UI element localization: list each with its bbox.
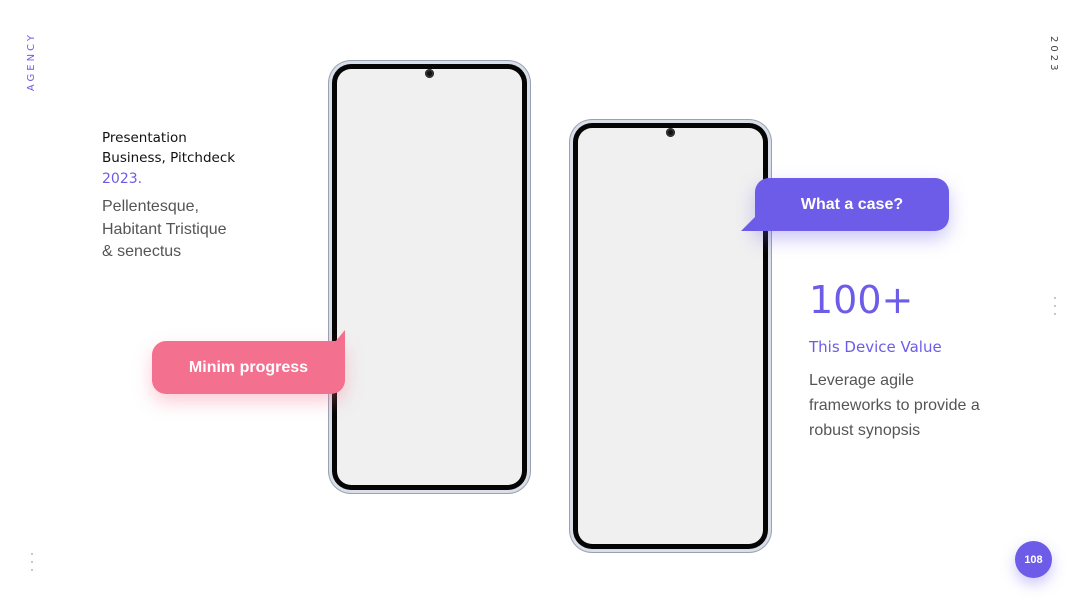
page-number-badge: 108 xyxy=(1015,541,1052,578)
what-a-case-bubble: What a case? xyxy=(755,178,949,231)
phone-mockup-left xyxy=(329,61,530,493)
year-side-label: 2023 xyxy=(1048,36,1059,74)
intro-block: Presentation Business, Pitchdeck 2023. P… xyxy=(102,128,302,264)
phone-screen xyxy=(337,69,522,485)
purple-bubble-tail xyxy=(741,216,756,231)
right-dots-decoration xyxy=(1054,297,1057,315)
camera-icon xyxy=(666,128,675,137)
stat-value: 100+ xyxy=(809,278,914,322)
minim-progress-bubble: Minim progress xyxy=(152,341,345,394)
phone-mockup-right xyxy=(570,120,771,552)
stat-block: 100+ This Device Value Leverage agile fr… xyxy=(809,278,1009,443)
intro-body-text: Pellentesque, Habitant Tristique & senec… xyxy=(102,198,227,260)
intro-year: 2023. xyxy=(102,171,143,187)
stat-body-text: Leverage agile frameworks to provide a r… xyxy=(809,372,980,439)
phone-bezel xyxy=(573,123,768,549)
left-dots-decoration xyxy=(31,553,34,571)
pink-bubble-tail xyxy=(335,330,345,342)
intro-title-line-2: Business, Pitchdeck xyxy=(102,150,236,166)
agency-side-label: AGENCY xyxy=(26,32,37,92)
phone-bezel xyxy=(332,64,527,490)
phone-screen xyxy=(578,128,763,544)
intro-title-line-1: Presentation xyxy=(102,130,187,146)
stat-label: This Device Value xyxy=(809,338,942,356)
camera-icon xyxy=(425,69,434,78)
